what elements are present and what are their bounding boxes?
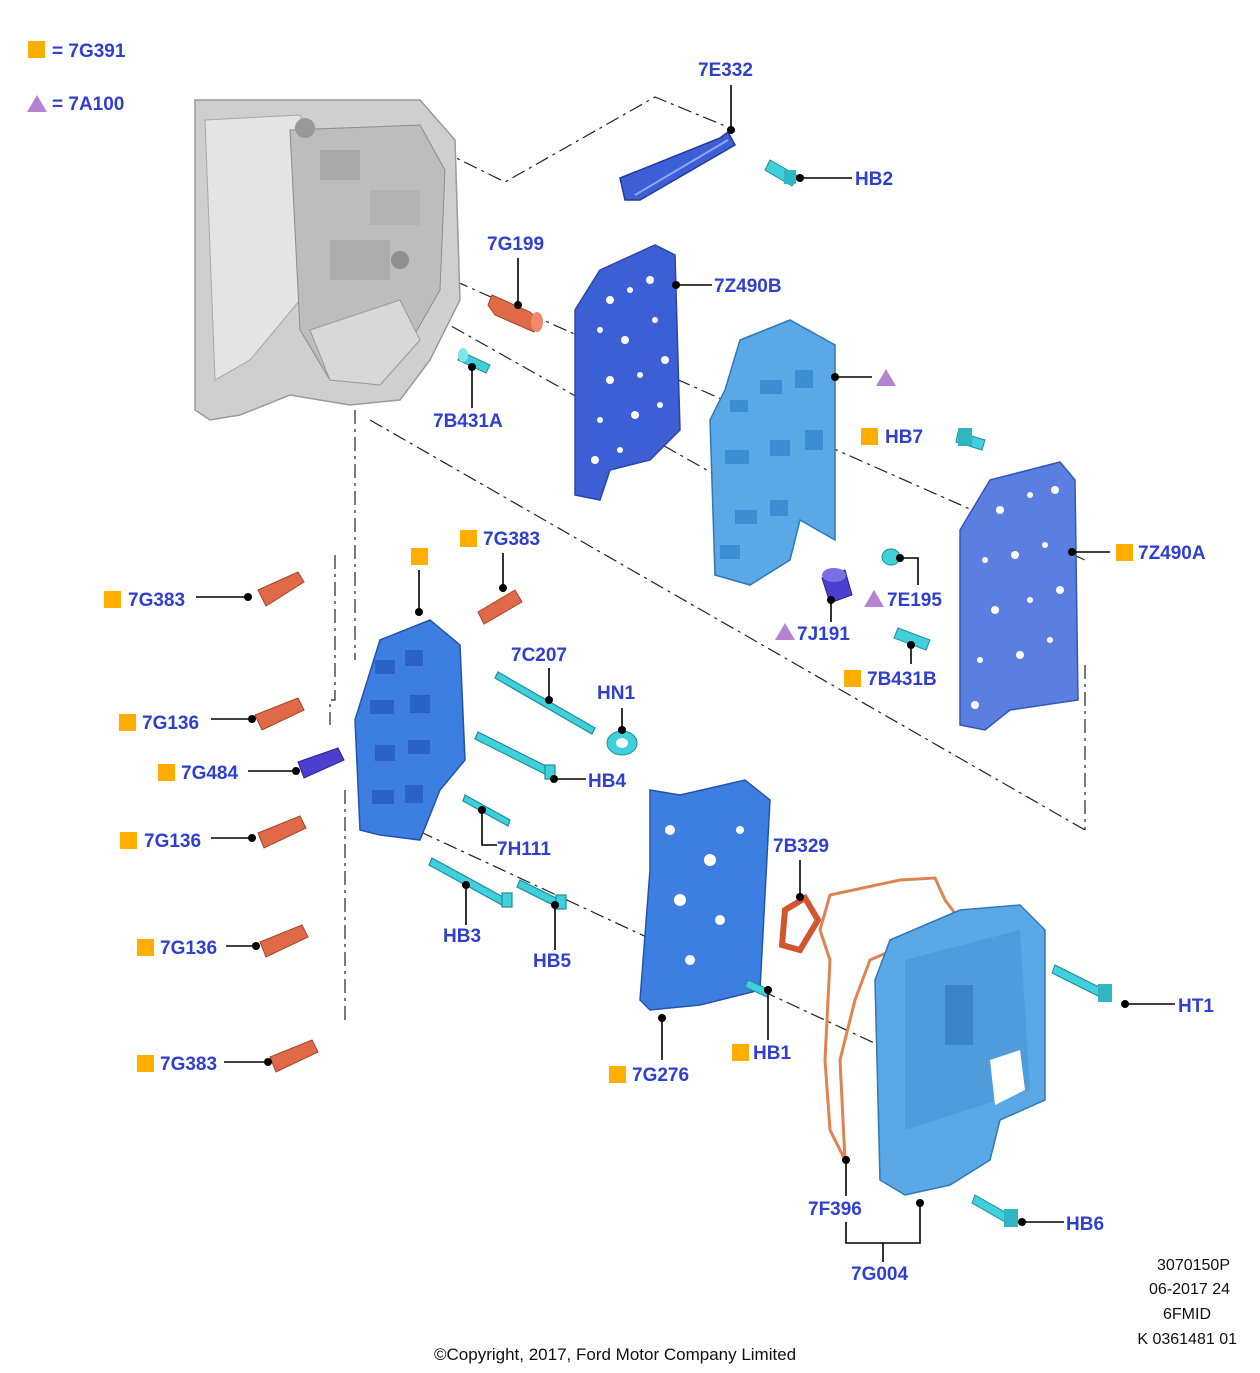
part-7z490b-plate bbox=[574, 244, 681, 501]
part-7f396-gasket bbox=[818, 876, 963, 1161]
part-7b431a bbox=[457, 348, 491, 374]
legend-square-icon bbox=[28, 41, 45, 58]
square-marker-7z490a bbox=[1116, 544, 1133, 561]
part-7g276-plate bbox=[639, 779, 771, 1011]
label-7f396: 7F396 bbox=[808, 1199, 862, 1220]
bolt-hb2 bbox=[764, 159, 799, 187]
square-marker-hb1 bbox=[732, 1044, 749, 1061]
triangle-marker-7j191 bbox=[775, 623, 795, 640]
bolt-hb6 bbox=[971, 1194, 1018, 1227]
label-hb6: HB6 bbox=[1066, 1214, 1104, 1235]
bolt-hb7 bbox=[955, 428, 986, 451]
square-marker-7g136-1 bbox=[119, 714, 136, 731]
label-7g383-top: 7G383 bbox=[483, 529, 540, 550]
copyright: ©Copyright, 2017, Ford Motor Company Lim… bbox=[434, 1345, 796, 1364]
label-7g276: 7G276 bbox=[632, 1065, 689, 1086]
label-7h111: 7H111 bbox=[497, 839, 551, 860]
label-hb1: HB1 bbox=[753, 1043, 791, 1064]
legend: = 7G391 = 7A100 bbox=[27, 41, 126, 115]
square-marker-valve-body-lower bbox=[411, 548, 428, 565]
label-7g136-3: 7G136 bbox=[160, 938, 217, 959]
ref-code-2: 06-2017 24 bbox=[1149, 1281, 1230, 1298]
label-7z490b: 7Z490B bbox=[714, 276, 782, 297]
ref-code-1: 3070150P bbox=[1157, 1257, 1230, 1274]
label-7b431b: 7B431B bbox=[867, 669, 937, 690]
label-ht1: HT1 bbox=[1178, 996, 1214, 1017]
label-7e195: 7E195 bbox=[887, 590, 942, 611]
part-7a100-valve-body bbox=[709, 319, 836, 586]
square-marker-hb7 bbox=[861, 428, 878, 445]
label-7g004: 7G004 bbox=[851, 1264, 908, 1285]
part-7g004-cover bbox=[874, 904, 1046, 1196]
square-marker-7g383-top bbox=[460, 530, 477, 547]
part-7j191 bbox=[821, 568, 853, 604]
label-7b431a: 7B431A bbox=[433, 411, 503, 432]
label-7e332: 7E332 bbox=[698, 60, 753, 81]
square-marker-7g383-left1 bbox=[104, 591, 121, 608]
square-marker-7b431b bbox=[844, 670, 861, 687]
ref-code-3: 6FMID bbox=[1163, 1306, 1211, 1323]
label-7g484: 7G484 bbox=[181, 763, 238, 784]
part-7g484 bbox=[297, 747, 345, 779]
transmission-housing bbox=[194, 99, 461, 421]
label-7z490a: 7Z490A bbox=[1138, 543, 1206, 564]
label-7j191: 7J191 bbox=[797, 624, 850, 645]
bolt-ht1 bbox=[1051, 964, 1112, 1002]
part-7b431b bbox=[893, 627, 931, 651]
square-marker-7g383-bottom bbox=[137, 1055, 154, 1072]
legend-square-text: = 7G391 bbox=[52, 41, 126, 62]
solenoids bbox=[254, 571, 523, 1073]
triangle-marker-valve-body bbox=[876, 369, 896, 386]
label-7g136-1: 7G136 bbox=[142, 713, 199, 734]
legend-triangle-text: = 7A100 bbox=[52, 94, 124, 115]
square-marker-7g136-3 bbox=[137, 939, 154, 956]
footer: 3070150P 06-2017 24 6FMID K 0361481 01 ©… bbox=[434, 1257, 1237, 1364]
square-marker-7g484 bbox=[158, 764, 175, 781]
label-7g383-left1: 7G383 bbox=[128, 590, 185, 611]
part-7b329-seal bbox=[778, 893, 822, 954]
triangle-marker-7e195 bbox=[864, 590, 884, 607]
label-7g136-2: 7G136 bbox=[144, 831, 201, 852]
part-labels: 7E332 HB2 7G199 7Z490B 7B431A HB7 7Z490A… bbox=[104, 60, 1214, 1285]
label-7c207: 7C207 bbox=[511, 645, 567, 666]
label-7g199: 7G199 bbox=[487, 234, 544, 255]
square-marker-7g276 bbox=[609, 1066, 626, 1083]
part-hn1 bbox=[606, 730, 638, 756]
label-hn1: HN1 bbox=[597, 683, 635, 704]
label-hb3: HB3 bbox=[443, 926, 481, 947]
label-hb5: HB5 bbox=[533, 951, 571, 972]
label-7b329: 7B329 bbox=[773, 836, 829, 857]
part-7e332-bracket bbox=[619, 130, 737, 201]
leader-lines bbox=[196, 85, 1175, 1262]
ref-code-4: K 0361481 01 bbox=[1137, 1331, 1237, 1348]
label-hb2: HB2 bbox=[855, 169, 893, 190]
long-bolts bbox=[428, 671, 596, 910]
label-7g383-bottom: 7G383 bbox=[160, 1054, 217, 1075]
square-marker-7g136-2 bbox=[120, 832, 137, 849]
part-lower-valve-body bbox=[354, 619, 466, 841]
bolt-hb1 bbox=[744, 979, 771, 998]
legend-triangle-icon bbox=[27, 95, 47, 112]
part-7g199 bbox=[487, 294, 543, 333]
part-7z490a-plate bbox=[959, 461, 1079, 731]
label-hb4: HB4 bbox=[588, 771, 626, 792]
label-hb7: HB7 bbox=[885, 427, 923, 448]
